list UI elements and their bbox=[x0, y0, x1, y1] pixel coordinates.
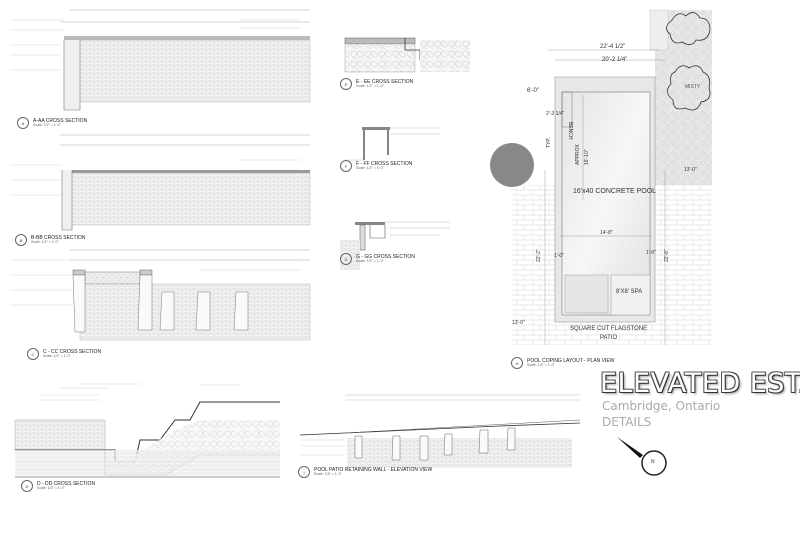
plant-label: MISTY bbox=[685, 84, 701, 90]
step-left: 1'-0" bbox=[554, 253, 564, 259]
project-title: ELEVATED ESTATE bbox=[600, 368, 800, 399]
section-scale: Scale: 1/2" = 1'-0" bbox=[33, 122, 61, 127]
bottom-left-dim: 13'-0" bbox=[512, 320, 525, 326]
section-scale: Scale: 1/4" = 1'-0" bbox=[527, 362, 555, 367]
section-bubble: B bbox=[15, 234, 27, 246]
pool-label: 16'x40 CONCRETE POOL bbox=[573, 188, 657, 195]
dim-left-top: 6'-0" bbox=[527, 88, 539, 94]
dim-inner: 20'-2 1/4" bbox=[602, 57, 628, 63]
section-title: POOL COPING LAYOUT - PLAN VIEW bbox=[527, 357, 615, 364]
patio-label-1: SQUARE CUT FLAGSTONE bbox=[570, 326, 648, 332]
typ-label: TYP. bbox=[546, 137, 552, 148]
approx-label: APPROX bbox=[575, 144, 581, 165]
section-title: D - DD CROSS SECTION bbox=[37, 480, 96, 487]
section-title: B-BB CROSS SECTION bbox=[31, 234, 86, 241]
patio-label-2: PATIO bbox=[600, 335, 618, 341]
right-length: 22'-8" bbox=[664, 249, 670, 262]
spa-label: 8'X8' SPA bbox=[616, 289, 643, 295]
section-title: A-AA CROSS SECTION bbox=[33, 117, 88, 124]
section-bubble: G bbox=[340, 253, 352, 265]
section-scale: Scale: 1/2" = 1'-0" bbox=[356, 83, 384, 88]
section-bubble: H bbox=[511, 357, 523, 369]
north-arrow-icon: N bbox=[651, 459, 655, 465]
approx-length: 16'-10" bbox=[584, 149, 590, 165]
garden-dim: 13'-0" bbox=[684, 167, 697, 173]
section-a-drawing bbox=[10, 9, 311, 111]
pool-width: 14'-8" bbox=[600, 230, 613, 236]
section-scale: Scale: 1/2" = 1'-0" bbox=[356, 258, 384, 263]
bench-label: BENCH bbox=[567, 122, 573, 140]
pool-plan-view bbox=[490, 9, 712, 345]
section-scale: Scale: 1/2" = 1'-0" bbox=[43, 353, 71, 358]
section-title: G - GG CROSS SECTION bbox=[356, 253, 415, 260]
dim-overall: 22'-4 1/2" bbox=[600, 44, 626, 50]
section-title: F - FF CROSS SECTION bbox=[356, 160, 413, 167]
section-scale: Scale: 1/4" = 1'-0" bbox=[314, 471, 342, 476]
section-bubble: D bbox=[21, 480, 33, 492]
section-title: E - EE CROSS SECTION bbox=[356, 78, 414, 85]
section-e-drawing bbox=[344, 37, 470, 73]
section-scale: Scale: 1/2" = 1'-0" bbox=[37, 485, 65, 490]
section-d-drawing bbox=[14, 383, 280, 478]
sheet-name: DETAILS bbox=[602, 415, 652, 429]
section-scale: Scale: 1/2" = 1'-0" bbox=[31, 239, 59, 244]
section-scale: Scale: 1/2" = 1'-0" bbox=[356, 165, 384, 170]
section-title: C - CC CROSS SECTION bbox=[43, 348, 102, 355]
section-label-i: I POOL PATIO RETAINING WALL - ELEVATION V… bbox=[298, 466, 432, 478]
section-bubble: I bbox=[298, 466, 310, 478]
section-bubble: F bbox=[340, 160, 352, 172]
north-arrow-graphic bbox=[617, 437, 667, 476]
dim-coping: 2'-3 1/4" bbox=[546, 111, 565, 117]
step-right: 1'-0" bbox=[646, 250, 656, 256]
section-bubble: C bbox=[27, 348, 39, 360]
section-bubble: E bbox=[340, 78, 352, 90]
section-f-drawing bbox=[345, 127, 440, 161]
left-length: 22'-2" bbox=[536, 249, 542, 262]
retaining-wall-elevation bbox=[299, 394, 581, 468]
section-c-drawing bbox=[10, 249, 311, 341]
project-location: Cambridge, Ontario bbox=[602, 399, 721, 413]
section-title: POOL PATIO RETAINING WALL - ELEVATION VI… bbox=[314, 466, 433, 473]
section-b-drawing bbox=[10, 134, 311, 231]
section-bubble: A bbox=[17, 117, 29, 129]
